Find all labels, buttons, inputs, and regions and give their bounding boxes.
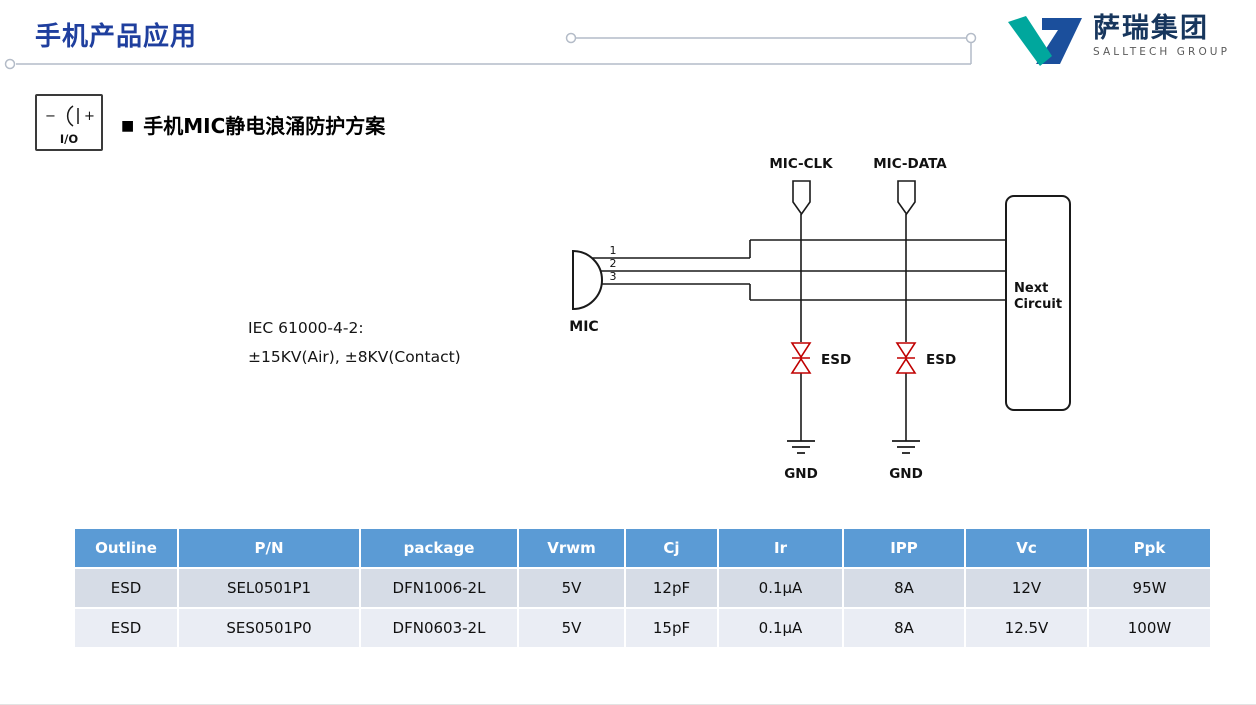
mic-clk-connector	[792, 180, 811, 216]
table-row: ESD SEL0501P1 DFN1006-2L 5V 12pF 0.1μA 8…	[75, 568, 1210, 609]
mic-symbol	[572, 249, 603, 311]
esd-diode-2-top-triangle	[895, 342, 917, 359]
table-header-ipp: IPP	[843, 529, 966, 569]
table-header-pn: P/N	[178, 529, 361, 569]
logo-subtitle: SALLTECH GROUP	[1093, 46, 1231, 58]
decor-circle-mid	[565, 32, 577, 44]
table-header-package: package	[360, 529, 519, 569]
salltech-logo-icon	[1008, 16, 1082, 66]
iec-note-line1: IEC 61000-4-2:	[248, 319, 364, 337]
table-cell: 5V	[518, 568, 626, 609]
circuit-wires	[590, 214, 1006, 441]
mic-data-label: MIC-DATA	[873, 156, 947, 172]
table-header-vc: Vc	[965, 529, 1089, 569]
table-cell: DFN0603-2L	[360, 608, 519, 647]
gnd-label-1: GND	[784, 466, 818, 482]
table-header-cj: Cj	[625, 529, 719, 569]
pin-2-label: 2	[610, 257, 617, 270]
section-heading: ■ 手机MIC静电浪涌防护方案	[121, 110, 385, 139]
esd-diode-2-bottom-triangle	[895, 357, 917, 374]
table-cell: ESD	[75, 608, 179, 647]
io-badge: − + I/O	[35, 94, 103, 151]
table-cell: 12pF	[625, 568, 719, 609]
io-arc	[66, 105, 74, 127]
spec-table: Outline P/N package Vrwm Cj Ir IPP Vc Pp…	[75, 529, 1210, 647]
section-heading-text: 手机MIC静电浪涌防护方案	[143, 114, 386, 138]
pin-1-label: 1	[610, 244, 617, 257]
salltech-logo: 萨瑞集团 SALLTECH GROUP	[1006, 14, 1230, 68]
table-cell: 5V	[518, 608, 626, 647]
table-header-row: Outline P/N package Vrwm Cj Ir IPP Vc Pp…	[75, 529, 1210, 569]
io-plus-sign: +	[84, 109, 95, 124]
esd-diode-1	[790, 342, 812, 374]
table-header-outline: Outline	[75, 529, 179, 569]
table-cell: 8A	[843, 608, 966, 647]
table-cell: 12V	[965, 568, 1089, 609]
table-cell: 12.5V	[965, 608, 1089, 647]
esd-diode-1-top-triangle	[790, 342, 812, 359]
io-symbol-icon: − + I/O	[45, 105, 95, 146]
table-header-ir: Ir	[718, 529, 844, 569]
io-label: I/O	[60, 132, 78, 146]
gnd-symbol-1	[787, 440, 815, 454]
table-cell: DFN1006-2L	[360, 568, 519, 609]
section-bullet-icon: ■	[121, 117, 135, 134]
gnd-symbol-2	[892, 440, 920, 454]
mic-data-connector	[897, 180, 916, 216]
mic-label: MIC	[569, 319, 598, 335]
table-header-vrwm: Vrwm	[518, 529, 626, 569]
page-title: 手机产品应用	[35, 22, 198, 52]
table-header-ppk: Ppk	[1088, 529, 1210, 569]
logo-name: 萨瑞集团	[1093, 13, 1209, 44]
table-cell: 15pF	[625, 608, 719, 647]
next-circuit-label-line1: Next	[1014, 281, 1048, 296]
iec-note: IEC 61000-4-2: ±15KV(Air), ±8KV(Contact)	[248, 314, 461, 372]
table-cell: 0.1μA	[718, 568, 844, 609]
pin-3-label: 3	[610, 270, 617, 283]
next-circuit-box	[1005, 195, 1071, 411]
esd-label-2: ESD	[926, 352, 956, 368]
gnd-label-2: GND	[889, 466, 923, 482]
logo-teal-shape	[1008, 16, 1052, 66]
table-cell: SEL0501P1	[178, 568, 361, 609]
decor-circle-left	[4, 58, 16, 70]
decor-circle-right	[965, 32, 977, 44]
table-cell: SES0501P0	[178, 608, 361, 647]
table-cell: 8A	[843, 568, 966, 609]
table-cell: ESD	[75, 568, 179, 609]
esd-diode-1-bottom-triangle	[790, 357, 812, 374]
io-minus-sign: −	[45, 109, 56, 124]
esd-label-1: ESD	[821, 352, 851, 368]
iec-note-line2: ±15KV(Air), ±8KV(Contact)	[248, 348, 461, 366]
table-cell: 100W	[1088, 608, 1210, 647]
mic-clk-label: MIC-CLK	[769, 156, 833, 172]
table-cell: 0.1μA	[718, 608, 844, 647]
next-circuit-label-line2: Circuit	[1014, 297, 1062, 312]
logo-text: 萨瑞集团 SALLTECH GROUP	[1093, 13, 1231, 59]
table-row: ESD SES0501P0 DFN0603-2L 5V 15pF 0.1μA 8…	[75, 608, 1210, 647]
esd-diode-2	[895, 342, 917, 374]
table-cell: 95W	[1088, 568, 1210, 609]
